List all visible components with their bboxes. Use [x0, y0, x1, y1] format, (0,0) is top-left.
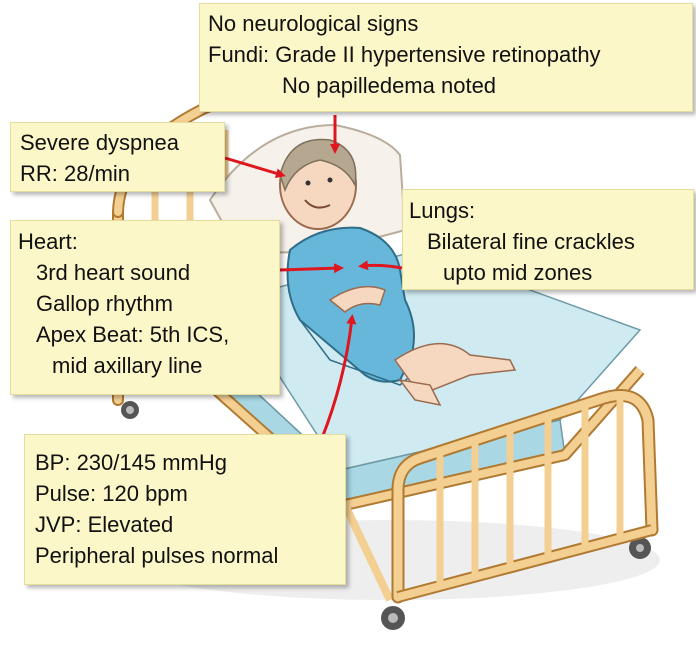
neuro-line-3: No papilledema noted: [282, 73, 497, 98]
bp-line-2: Pulse: 120 bpm: [35, 481, 188, 506]
heart-line-3: Gallop rhythm: [36, 291, 173, 316]
heart-line-4: Apex Beat: 5th ICS,: [36, 322, 230, 347]
respiratory-rate-note: Severe dyspnea RR: 28/min: [10, 122, 225, 192]
neuro-line-2: Fundi: Grade II hypertensive retinopathy: [208, 42, 601, 67]
heart-line-5: mid axillary line: [52, 353, 203, 378]
bp-line-1: BP: 230/145 mmHg: [35, 450, 227, 475]
lungs-line-2: Bilateral fine crackles: [427, 229, 635, 254]
heart-line-2: 3rd heart sound: [36, 260, 191, 285]
neurological-findings-note: No neurological signs Fundi: Grade II hy…: [199, 3, 693, 112]
lung-findings-note: Lungs: Bilateral fine crackles upto mid …: [402, 189, 694, 290]
heart-findings-note: Heart: 3rd heart sound Gallop rhythm Ape…: [10, 220, 280, 395]
lungs-line-1: Lungs:: [409, 198, 476, 223]
bp-line-3: JVP: Elevated: [35, 512, 174, 537]
finding-arrows: [224, 115, 403, 439]
vitals-note: BP: 230/145 mmHg Pulse: 120 bpm JVP: Ele…: [24, 434, 346, 585]
bp-line-4: Peripheral pulses normal: [35, 543, 279, 568]
heart-line-1: Heart:: [18, 229, 78, 254]
dyspnea-line-2: RR: 28/min: [20, 161, 131, 186]
lungs-line-3: upto mid zones: [443, 260, 593, 285]
dyspnea-line-1: Severe dyspnea: [20, 130, 179, 155]
neuro-line-1: No neurological signs: [208, 11, 419, 36]
